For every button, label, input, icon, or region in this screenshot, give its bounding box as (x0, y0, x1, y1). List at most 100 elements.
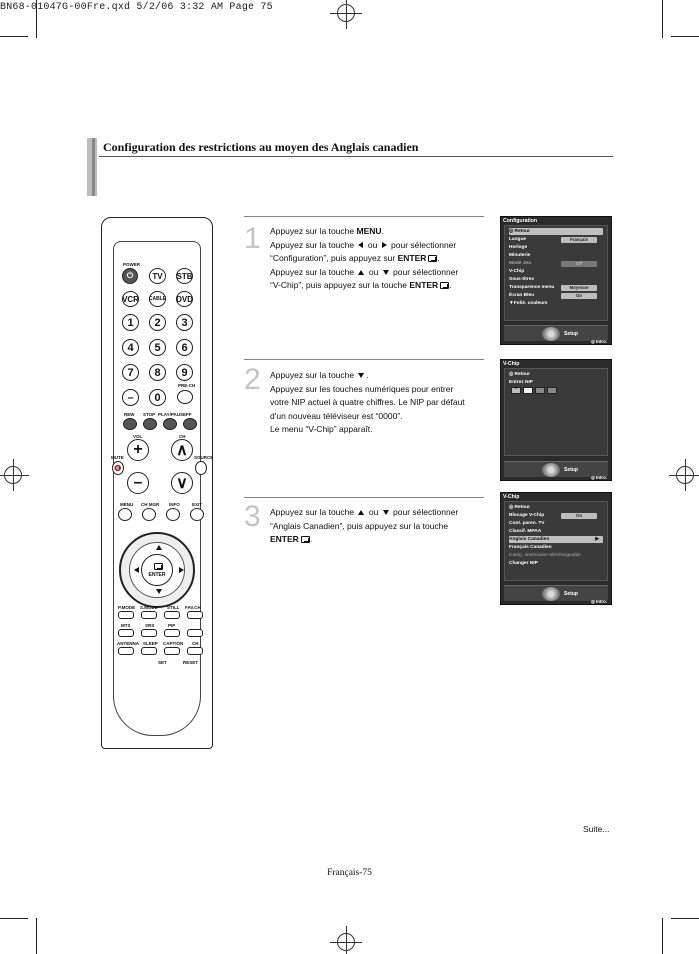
menu-item-label: Langue (509, 237, 527, 242)
select-text: pour sélectionner (390, 266, 459, 277)
vol-down-button: – (127, 472, 149, 494)
transparence-value: Moyenne (561, 284, 597, 291)
step-1-line-3: “Configuration”, puis appuyez sur (270, 253, 398, 263)
ch-mgr-label: CH MGR (141, 502, 160, 507)
enter-icon (300, 536, 310, 544)
setup-label: Setup (564, 331, 578, 337)
play-pause-label: PLAY/PAUSE (158, 412, 187, 417)
enter-icon (153, 562, 163, 570)
section-bar-accent (92, 138, 95, 196)
crop-mark (662, 918, 663, 954)
pin-digit-3 (535, 387, 545, 394)
menu-item-retour: ◎ Retour (509, 505, 530, 510)
step-1-line-5: “V-Chip”, puis appuyez sur la touche (270, 280, 410, 290)
file-header: BN68-01047G-00Fre.qxd 5/2/06 3:32 AM Pag… (0, 2, 273, 13)
step-2-line-1: Appuyez sur la touche (270, 370, 357, 380)
step-1-line-4: Appuyez sur la touche (270, 266, 357, 277)
dpad: ENTER (119, 532, 195, 608)
dash-button: – (122, 389, 139, 406)
rew-button (123, 418, 137, 430)
enter-button: ENTER (141, 554, 173, 586)
step-2-line-4: d'un nouveau téléviseur est “0000”. (270, 410, 403, 421)
menu-item-label: Écran Bleu (509, 293, 535, 298)
menu-item-francais-canadien: Français Canadien (509, 545, 552, 550)
source-label: SOURCE (194, 455, 214, 460)
page-number: Français-75 (327, 868, 372, 878)
menu-item-transparence: Transparence menu Moyenne (509, 284, 603, 291)
screen-footer: Setup (504, 461, 608, 477)
mts-label: MTS (121, 623, 131, 628)
dpad-down-icon (156, 589, 162, 594)
menu-item-label: Transparence menu (509, 285, 555, 290)
menu-item-changer-nip: Changer NIP (509, 561, 538, 566)
stop-label: STOP (143, 412, 156, 417)
remote-control: POWER ⏻ TV STB VCR CABLE DVD 1 2 3 4 5 6… (101, 217, 213, 749)
antenna-label: ANTENNA (117, 641, 139, 646)
registration-mark-bottom (330, 926, 362, 954)
step-2-line-2: Appuyez sur les touches numériques pour … (270, 383, 454, 394)
digit-7-button: 7 (122, 364, 139, 381)
digit-0-button: 0 (149, 389, 166, 406)
step-3-line-1: Appuyez sur la touche (270, 507, 357, 517)
menu-item-mpaa: Classif. MPAA (509, 529, 542, 534)
stop-button (143, 418, 157, 430)
crop-mark (0, 918, 28, 919)
ch-mgr-button (142, 508, 156, 521)
fav-ch-label: FAV.CH (185, 605, 201, 610)
info-hint: ◎ Intro. (590, 339, 607, 344)
dpad-right-icon (179, 567, 184, 573)
step-3-line-2: “Anglais Canadien”, puis appuyez sur la … (270, 520, 449, 531)
screen-title: V-Chip (503, 494, 520, 500)
menu-key: MENU (356, 226, 382, 236)
or-text: ou (365, 239, 380, 250)
step-1-text: Appuyez sur la touche MENU. Appuyez sur … (270, 225, 486, 293)
section-title: Configuration des restrictions au moyen … (103, 140, 419, 154)
exit-label: EXIT (192, 502, 203, 507)
menu-item-anglais-canadien: Anglais Canadien▶ (509, 536, 603, 543)
still-label: STILL (167, 605, 180, 610)
digit-6-button: 6 (176, 339, 193, 356)
pre-ch-button (177, 390, 193, 404)
ch-label: CH (179, 434, 186, 439)
info-label: INFO (169, 502, 180, 507)
step-3-text: Appuyez sur la touche ou pour sélectionn… (270, 506, 486, 547)
smode-label: S.MODE (140, 605, 158, 610)
digit-2-button: 2 (149, 314, 166, 331)
punct: . (381, 226, 384, 236)
section-rule (99, 156, 613, 157)
pin-digit-4 (547, 387, 557, 394)
screen-title: Configuration (503, 218, 537, 224)
step-1-rule (244, 216, 484, 217)
down-arrow-icon (382, 510, 389, 516)
menu-item-couleurs: ▼Folié. couleurs (509, 301, 548, 306)
up-arrow-icon (358, 269, 365, 275)
pin-digit-2 (523, 387, 533, 394)
smode-button (141, 611, 157, 619)
enter-key: ENTER (397, 253, 427, 263)
mute-label: MUTE (111, 455, 124, 460)
cable-button: CABLE (149, 291, 166, 307)
pre-ch-label: PRE-CH (178, 383, 196, 388)
set-label: SET (158, 660, 167, 665)
srs-label: SRS (145, 623, 155, 628)
step-1-line-2: Appuyez sur la touche (270, 239, 357, 250)
registration-mark-right (669, 459, 699, 491)
power-button: ⏻ (122, 268, 138, 284)
ff-button (183, 418, 197, 430)
enter-pin-label: Entrez NIP (509, 380, 533, 385)
source-button (195, 461, 207, 475)
setup-label: Setup (564, 591, 578, 597)
menu-button (118, 508, 132, 521)
step-2-line-5: Le menu “V-Chip” apparaît. (270, 424, 373, 434)
up-arrow-icon (358, 510, 365, 516)
mute-button: 🔇 (112, 461, 124, 475)
crop-mark (36, 918, 37, 954)
still-button (164, 611, 180, 619)
step-3-number: 3 (244, 500, 261, 533)
crop-mark (662, 0, 663, 38)
